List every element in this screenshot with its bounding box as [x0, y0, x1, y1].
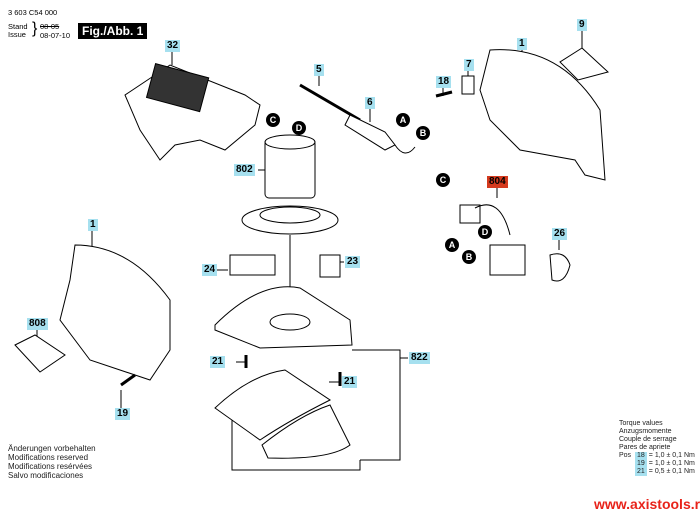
callout-21-right[interactable]: 21: [342, 376, 358, 388]
housing-left: [59, 244, 171, 381]
callout-808[interactable]: 808: [27, 318, 48, 330]
connector-b-switch: B: [462, 250, 476, 264]
part-24: [229, 254, 276, 276]
torque-row: 19= 1,0 ± 0,1 Nm: [619, 460, 695, 468]
note-en: Modifications reserved: [8, 453, 89, 462]
switch-box: [489, 244, 526, 276]
base-plate: [214, 286, 353, 349]
connector-d-switch: D: [478, 225, 492, 239]
bracket-822-lower: [231, 408, 361, 471]
modification-notes: Änderungen vorbehalten Modifications res…: [8, 444, 96, 480]
figure-title: Fig./Abb. 1: [78, 23, 148, 39]
callout-26[interactable]: 26: [552, 228, 568, 240]
website-link[interactable]: www.axistools.ru: [594, 496, 700, 512]
callout-32[interactable]: 32: [165, 40, 181, 52]
connector-a-cable: A: [396, 113, 410, 127]
torque-pos: 18: [635, 452, 647, 460]
callout-21-left[interactable]: 21: [210, 356, 226, 368]
torque-value: = 1,0 ± 0,1 Nm: [648, 452, 695, 459]
torque-values-table: Torque values Anzugsmomente Couple de se…: [619, 420, 695, 476]
torque-title-es: Pares de apriete: [619, 444, 671, 451]
torque-value: = 1,0 ± 0,1 Nm: [648, 460, 695, 467]
issue-label: Issue: [8, 30, 26, 39]
callout-802[interactable]: 802: [234, 164, 255, 176]
torque-title-de: Anzugsmomente: [619, 428, 672, 435]
callout-19[interactable]: 19: [115, 408, 131, 420]
torque-pos: 21: [635, 468, 647, 476]
bracket-822: [352, 349, 401, 461]
connector-c-motor: C: [266, 113, 280, 127]
part-23: [319, 254, 341, 278]
torque-title-fr: Couple de serrage: [619, 436, 677, 443]
callout-18[interactable]: 18: [436, 76, 452, 88]
callout-9[interactable]: 9: [577, 19, 587, 31]
callout-1-left[interactable]: 1: [88, 219, 98, 231]
callout-7[interactable]: 7: [464, 59, 474, 71]
callout-1-top[interactable]: 1: [517, 38, 527, 50]
sanding-sheet-2: [261, 404, 351, 459]
label-plate-808: [14, 334, 66, 373]
connector-b-cable: B: [416, 126, 430, 140]
connector-a-switch: A: [445, 238, 459, 252]
torque-pos: 19: [635, 460, 647, 468]
stand-label: Stand: [8, 22, 28, 31]
callout-5[interactable]: 5: [314, 64, 324, 76]
part-number: 3 603 C54 000: [8, 8, 58, 17]
housing-right: [479, 49, 606, 181]
callout-23[interactable]: 23: [345, 256, 361, 268]
connector-d-motor: D: [292, 121, 306, 135]
callout-24[interactable]: 24: [202, 264, 218, 276]
issue-date: 08-07-10: [40, 31, 71, 40]
note-es: Salvo modificaciones: [8, 471, 84, 480]
pos-label: Pos: [619, 452, 632, 459]
callout-804[interactable]: 804: [487, 176, 508, 188]
part-7: [461, 75, 475, 95]
old-date: 08-05: [40, 22, 60, 31]
callout-822[interactable]: 822: [409, 352, 430, 364]
torque-row: 21= 0,5 ± 0,1 Nm: [619, 468, 695, 476]
fan-cover-grille: [145, 63, 210, 113]
note-fr: Modifications resérvées: [8, 462, 93, 471]
sanding-sheet-1: [214, 369, 331, 441]
label-plate-9: [559, 47, 610, 81]
callout-6[interactable]: 6: [365, 97, 375, 109]
brace-icon: }: [32, 20, 38, 37]
torque-value: = 0,5 ± 0,1 Nm: [648, 468, 695, 475]
torque-title-en: Torque values: [619, 420, 663, 427]
connector-c-switch: C: [436, 173, 450, 187]
part-26: [549, 253, 571, 282]
note-de: Änderungen vorbehalten: [8, 444, 96, 453]
